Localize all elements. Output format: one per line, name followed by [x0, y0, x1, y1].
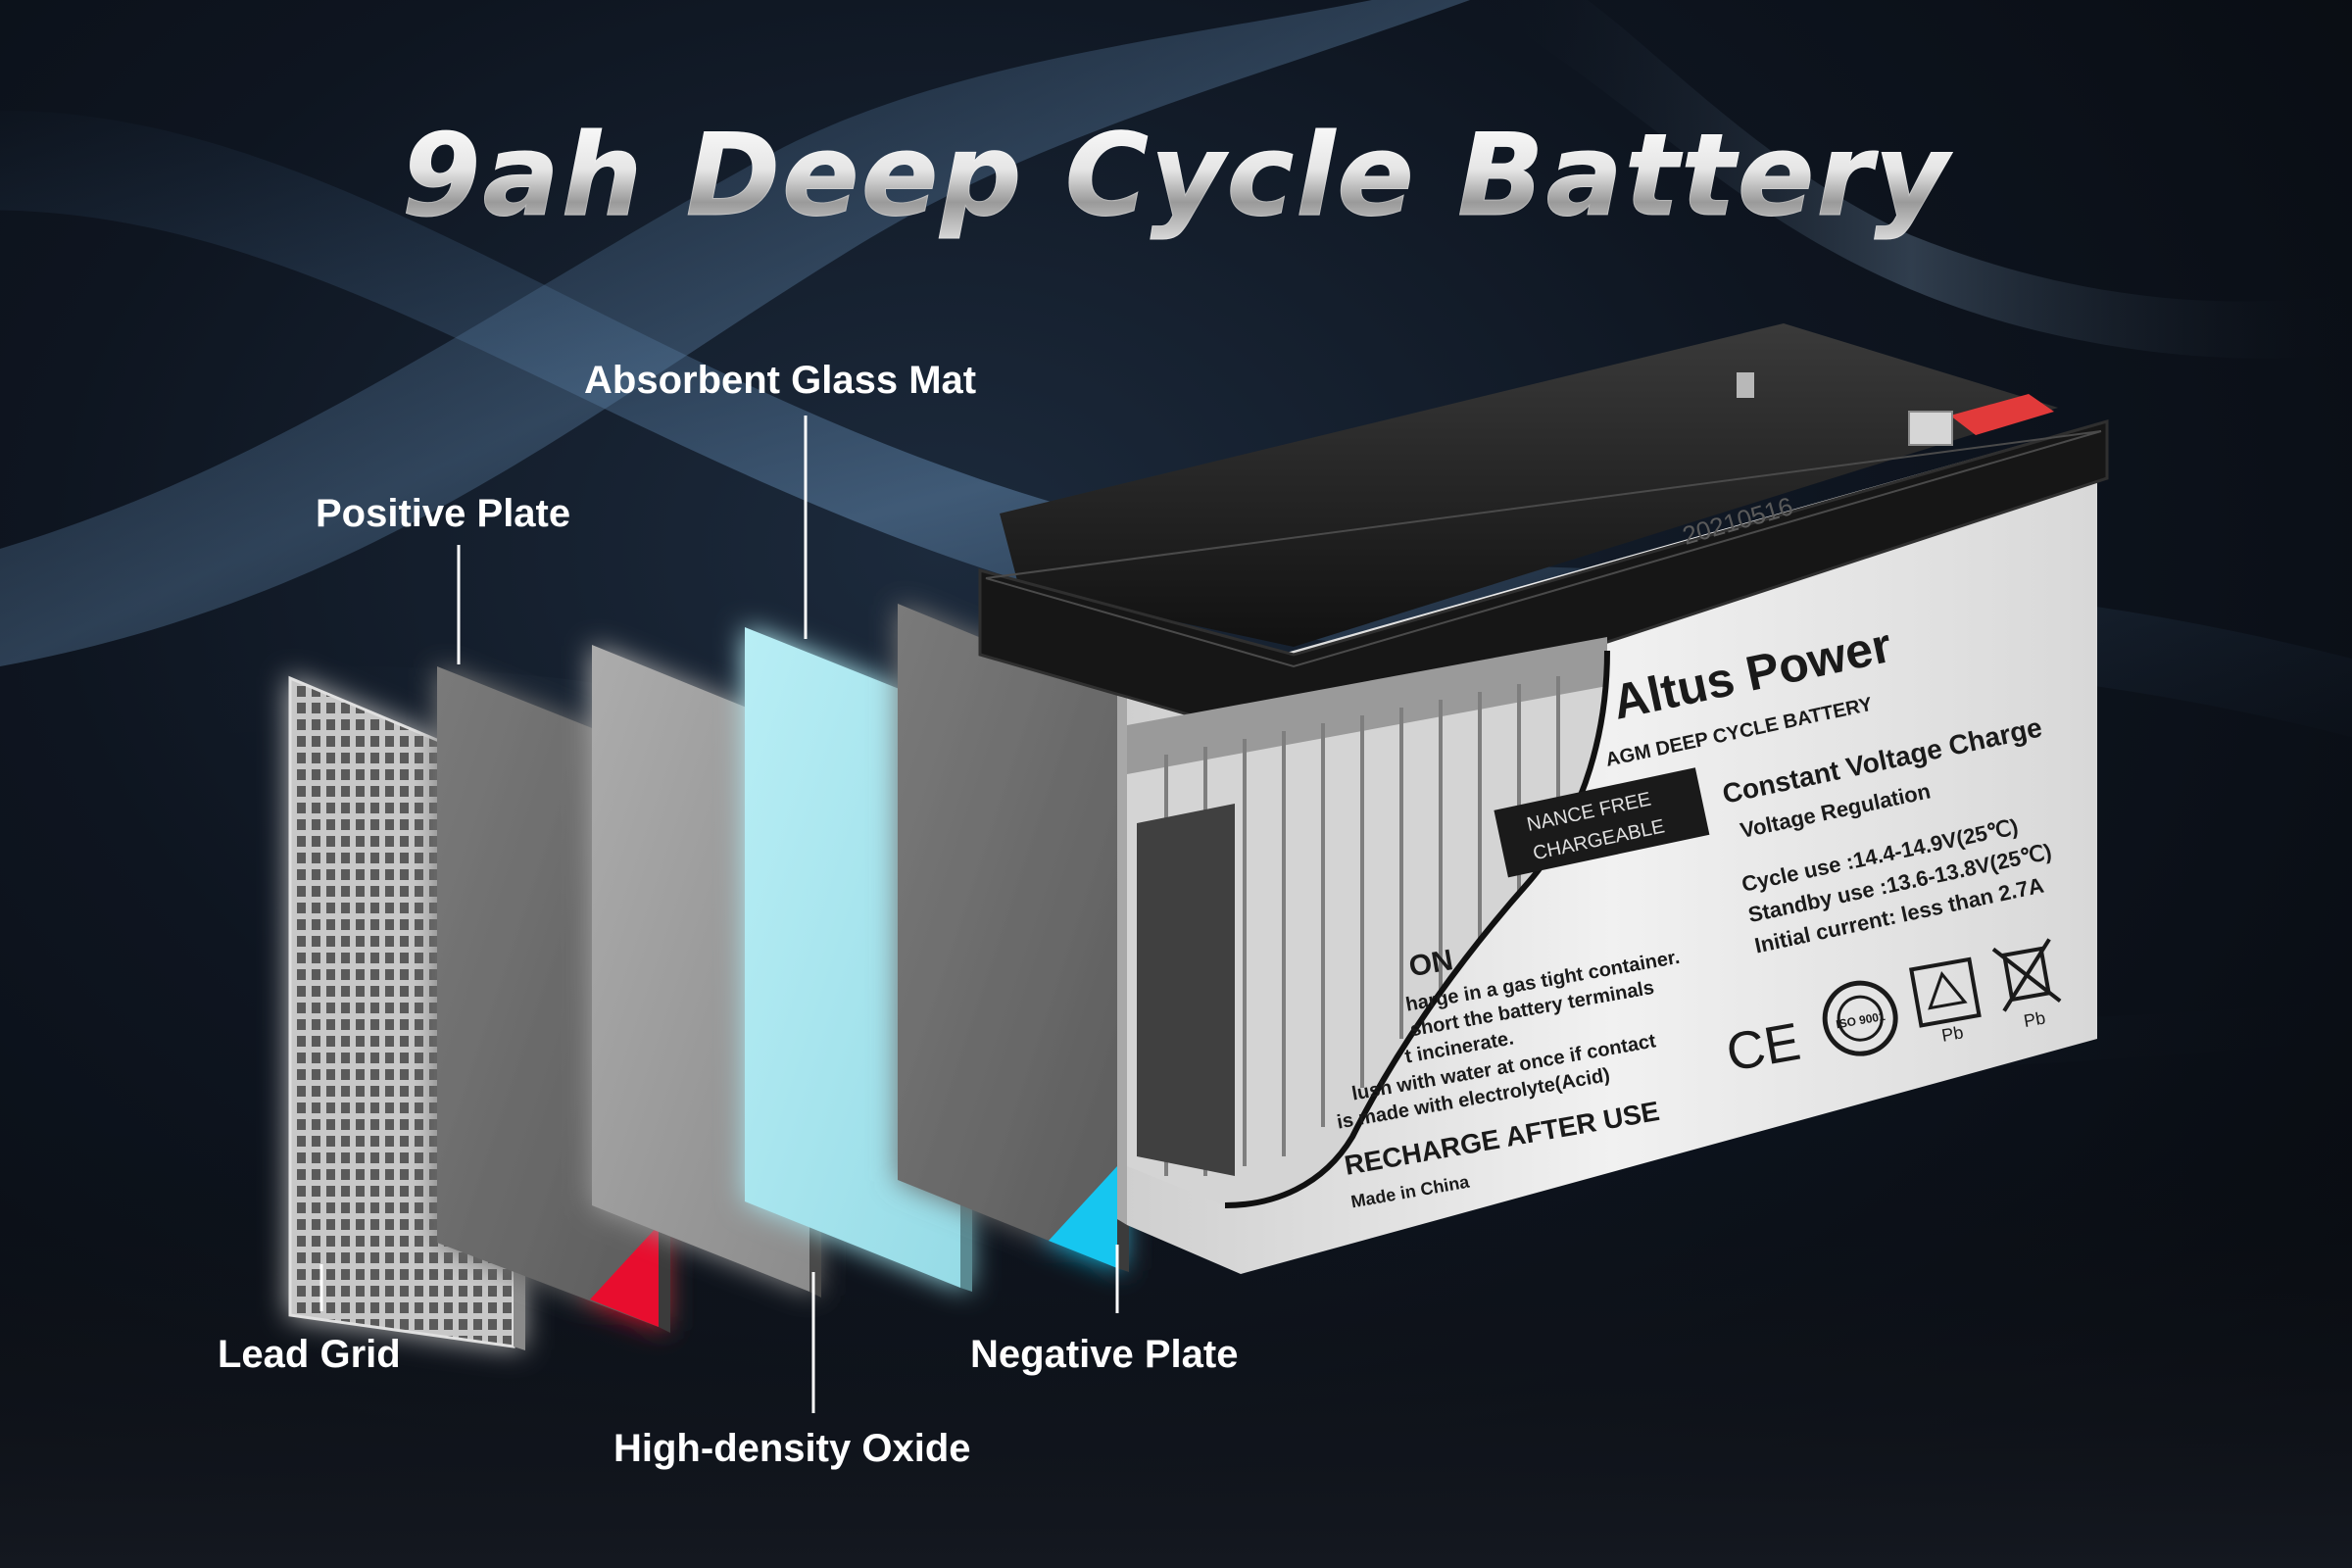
callout-absorbent-glass-mat: Absorbent Glass Mat [584, 359, 977, 402]
recycle-pb-icon: Pb [1909, 956, 1982, 1046]
positive-accent [590, 1225, 659, 1327]
callout-negative-plate: Negative Plate [970, 1333, 1239, 1376]
callout-lines [319, 416, 1119, 1413]
negative-plate [898, 604, 1129, 1272]
positive-terminal [1908, 394, 2054, 446]
page-title: 9ah Deep Cycle Battery [0, 110, 2352, 243]
ce-mark-icon: CE [1722, 1012, 1804, 1083]
recycle-pb-text: Pb [1940, 1022, 1965, 1046]
negative-terminal [1737, 372, 1754, 398]
negative-accent [1049, 1166, 1117, 1268]
caution-heading: ON [1406, 944, 1455, 983]
battery-lid [1000, 323, 2058, 647]
bin-pb-text: Pb [2022, 1008, 2046, 1032]
callout-high-density-oxide: High-density Oxide [613, 1427, 971, 1470]
callout-lead-grid: Lead Grid [218, 1333, 401, 1376]
battery-cutaway [1127, 637, 1610, 1208]
battery: 20210516 [978, 323, 2109, 1274]
crossed-bin-pb-icon: Pb [1991, 938, 2062, 1032]
callout-positive-plate: Positive Plate [316, 492, 571, 535]
